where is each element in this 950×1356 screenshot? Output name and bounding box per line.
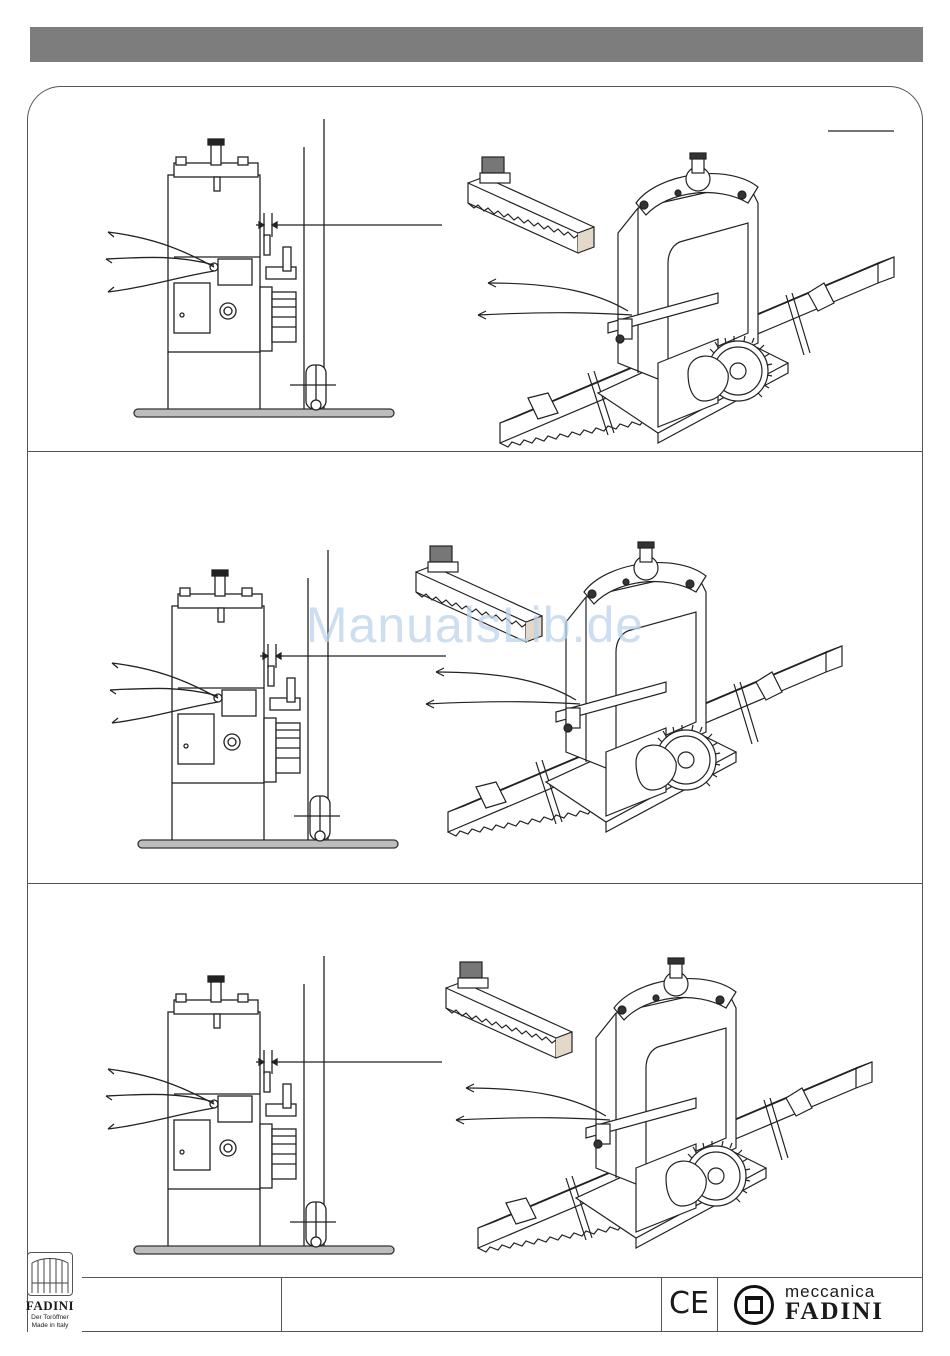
side-view-diagram-3 bbox=[106, 956, 442, 1254]
installation-panel-3 bbox=[28, 884, 922, 1276]
gate-logo-icon bbox=[27, 1252, 73, 1296]
header-bar bbox=[30, 27, 923, 62]
side-view-diagram-2 bbox=[110, 550, 446, 848]
footer-top-rule bbox=[82, 1277, 923, 1278]
perspective-view-diagram-2 bbox=[416, 542, 842, 836]
panel-1-drawings bbox=[28, 87, 922, 451]
fadini-emblem-icon bbox=[734, 1285, 774, 1325]
perspective-view-diagram-3 bbox=[446, 958, 872, 1252]
side-view-diagram-1 bbox=[106, 119, 442, 417]
perspective-view-diagram-1 bbox=[468, 153, 894, 447]
footer-bottom-rule bbox=[82, 1331, 923, 1332]
brand-name: FADINI bbox=[22, 1298, 78, 1314]
meccanica-fadini-logo: meccanica FADINI bbox=[731, 1280, 916, 1328]
panel-3-drawings bbox=[28, 884, 922, 1276]
brand-tagline: Der Toröffner bbox=[22, 1314, 78, 1322]
installation-panel-1 bbox=[28, 87, 922, 451]
installation-panel-2 bbox=[28, 452, 922, 883]
ce-mark: CE bbox=[663, 1284, 715, 1324]
footer-separator-1 bbox=[281, 1277, 282, 1331]
footer-separator-3 bbox=[717, 1277, 718, 1331]
fadini-brand-block: FADINI Der Toröffner Made in Italy bbox=[22, 1252, 78, 1330]
logo-text-bottom: FADINI bbox=[785, 1298, 884, 1326]
footer-separator-2 bbox=[661, 1277, 662, 1331]
brand-origin: Made in Italy bbox=[22, 1322, 78, 1330]
panel-2-drawings bbox=[28, 452, 922, 883]
